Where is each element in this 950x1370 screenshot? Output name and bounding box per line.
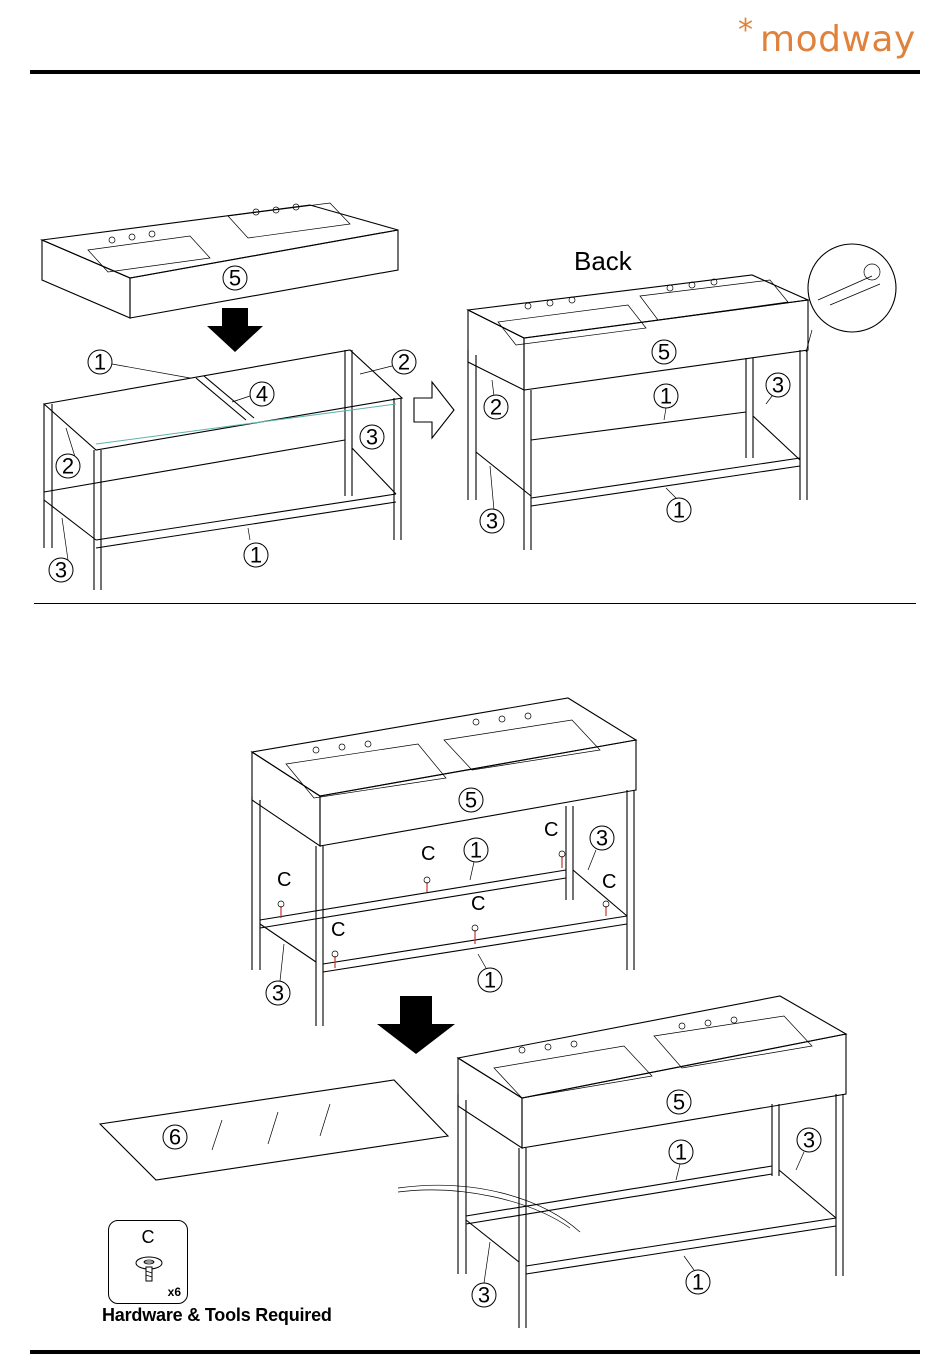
callout-4-frame: 4 [232, 382, 274, 407]
assembled-unit-step2 [252, 698, 636, 1026]
svg-text:5: 5 [658, 340, 670, 365]
down-arrow-icon [377, 996, 455, 1054]
callout-3-step2-right: 3 [588, 826, 614, 871]
svg-text:3: 3 [366, 425, 378, 450]
svg-text:1: 1 [470, 838, 482, 863]
svg-text:1: 1 [673, 498, 685, 523]
svg-text:3: 3 [596, 826, 608, 851]
hardware-quantity: x6 [168, 1285, 181, 1299]
callout-1-frame-bottom: 1 [244, 528, 268, 568]
screw-label: C [544, 819, 558, 841]
svg-text:1: 1 [94, 350, 106, 375]
assembled-unit-final [458, 996, 846, 1328]
screw-label: C [602, 871, 616, 893]
callout-6-shelf: 6 [163, 1125, 187, 1150]
hardware-box: C x6 [108, 1220, 188, 1304]
right-arrow-icon [414, 382, 454, 438]
callout-3-assembled-right: 3 [766, 373, 790, 405]
frame-exploded [44, 350, 402, 590]
callout-1-assembled: 1 [654, 384, 678, 421]
svg-text:1: 1 [250, 543, 262, 568]
detail-bubble [806, 244, 896, 352]
callout-1-final-bottom: 1 [684, 1256, 710, 1295]
hardware-caption: Hardware & Tools Required [102, 1305, 332, 1326]
glass-shelf-part [100, 1080, 448, 1180]
svg-text:3: 3 [55, 558, 67, 583]
screw-icon [133, 1253, 165, 1287]
svg-text:2: 2 [490, 395, 502, 420]
callout-1-step2: 1 [464, 838, 488, 881]
callout-2-frame-right: 2 [360, 350, 416, 375]
svg-text:3: 3 [478, 1283, 490, 1308]
svg-text:1: 1 [675, 1140, 687, 1165]
callout-5-top: 5 [223, 266, 247, 291]
svg-text:3: 3 [272, 981, 284, 1006]
screw-label: C [471, 893, 485, 915]
assembled-unit-step1 [468, 275, 808, 550]
callout-1-assembled-bottom: 1 [666, 488, 691, 523]
callout-2-frame-left: 2 [56, 428, 80, 479]
svg-text:5: 5 [229, 266, 241, 291]
vanity-top-part [42, 203, 398, 318]
svg-text:5: 5 [465, 788, 477, 813]
callout-3-frame-left: 3 [49, 518, 73, 583]
callout-1-frame: 1 [88, 350, 190, 379]
callout-3-final-right: 3 [796, 1128, 821, 1171]
screw-label: C [421, 843, 435, 865]
svg-text:2: 2 [398, 350, 410, 375]
callout-3-assembled-left: 3 [480, 466, 504, 534]
callout-5-assembled: 5 [652, 340, 676, 365]
callout-5-final: 5 [667, 1090, 691, 1115]
screw-label: C [331, 919, 345, 941]
svg-text:4: 4 [256, 382, 268, 407]
svg-text:6: 6 [169, 1125, 181, 1150]
svg-text:3: 3 [486, 509, 498, 534]
callout-2-assembled: 2 [484, 380, 508, 420]
callout-1-final: 1 [669, 1140, 693, 1181]
callout-3-final-left: 3 [472, 1242, 496, 1308]
svg-text:1: 1 [692, 1270, 704, 1295]
svg-text:3: 3 [772, 373, 784, 398]
svg-text:3: 3 [803, 1128, 815, 1153]
callout-5-step2: 5 [459, 788, 483, 813]
screw-label: C [277, 869, 291, 891]
hardware-letter: C [109, 1227, 187, 1248]
back-label: Back [574, 246, 633, 276]
down-arrow-icon [207, 308, 263, 352]
svg-text:1: 1 [484, 968, 496, 993]
svg-text:1: 1 [660, 384, 672, 409]
callout-1-step2-bottom: 1 [478, 954, 502, 993]
callout-3-step2-left: 3 [266, 944, 290, 1006]
callout-3-frame-right: 3 [360, 425, 384, 450]
svg-text:2: 2 [62, 454, 74, 479]
svg-text:5: 5 [673, 1090, 685, 1115]
